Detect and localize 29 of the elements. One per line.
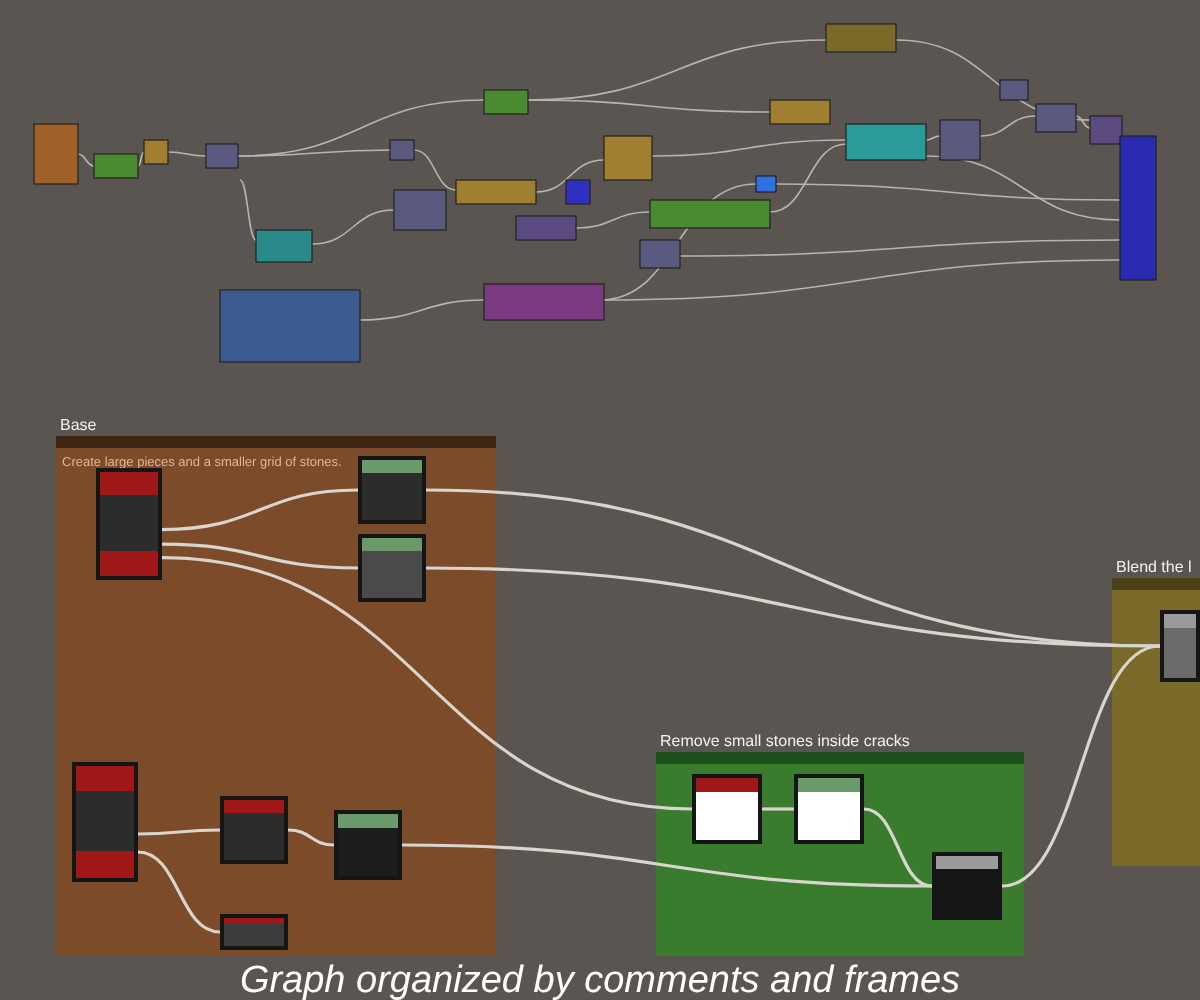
connector-line [161, 542, 359, 570]
node-box [358, 456, 426, 524]
connector-line [137, 850, 221, 934]
connector-line [762, 807, 794, 811]
frame [656, 732, 1024, 956]
connector-line [402, 843, 932, 888]
frame-title: Base [60, 416, 97, 436]
node-box [334, 810, 402, 880]
node-box [220, 796, 288, 864]
connector-line [863, 807, 933, 888]
caption: Graph organized by comments and frames [239, 960, 961, 1000]
connector-line [138, 828, 220, 836]
node-box [1160, 610, 1200, 682]
frame [56, 416, 496, 956]
connector-line [425, 566, 1161, 648]
node-box [220, 914, 288, 950]
connector-line [287, 828, 335, 847]
frame-title: Blend the l [1116, 558, 1192, 578]
connector-line [1001, 644, 1161, 888]
frame-title: Remove small stones inside cracks [660, 732, 910, 752]
node-box [358, 534, 426, 602]
connector-line [161, 556, 693, 811]
node-box [692, 774, 762, 844]
node-box [96, 468, 162, 580]
frame [1112, 558, 1200, 866]
connector-line [161, 488, 359, 532]
node-box [794, 774, 864, 844]
node-box [932, 852, 1002, 920]
node-box [72, 762, 138, 882]
